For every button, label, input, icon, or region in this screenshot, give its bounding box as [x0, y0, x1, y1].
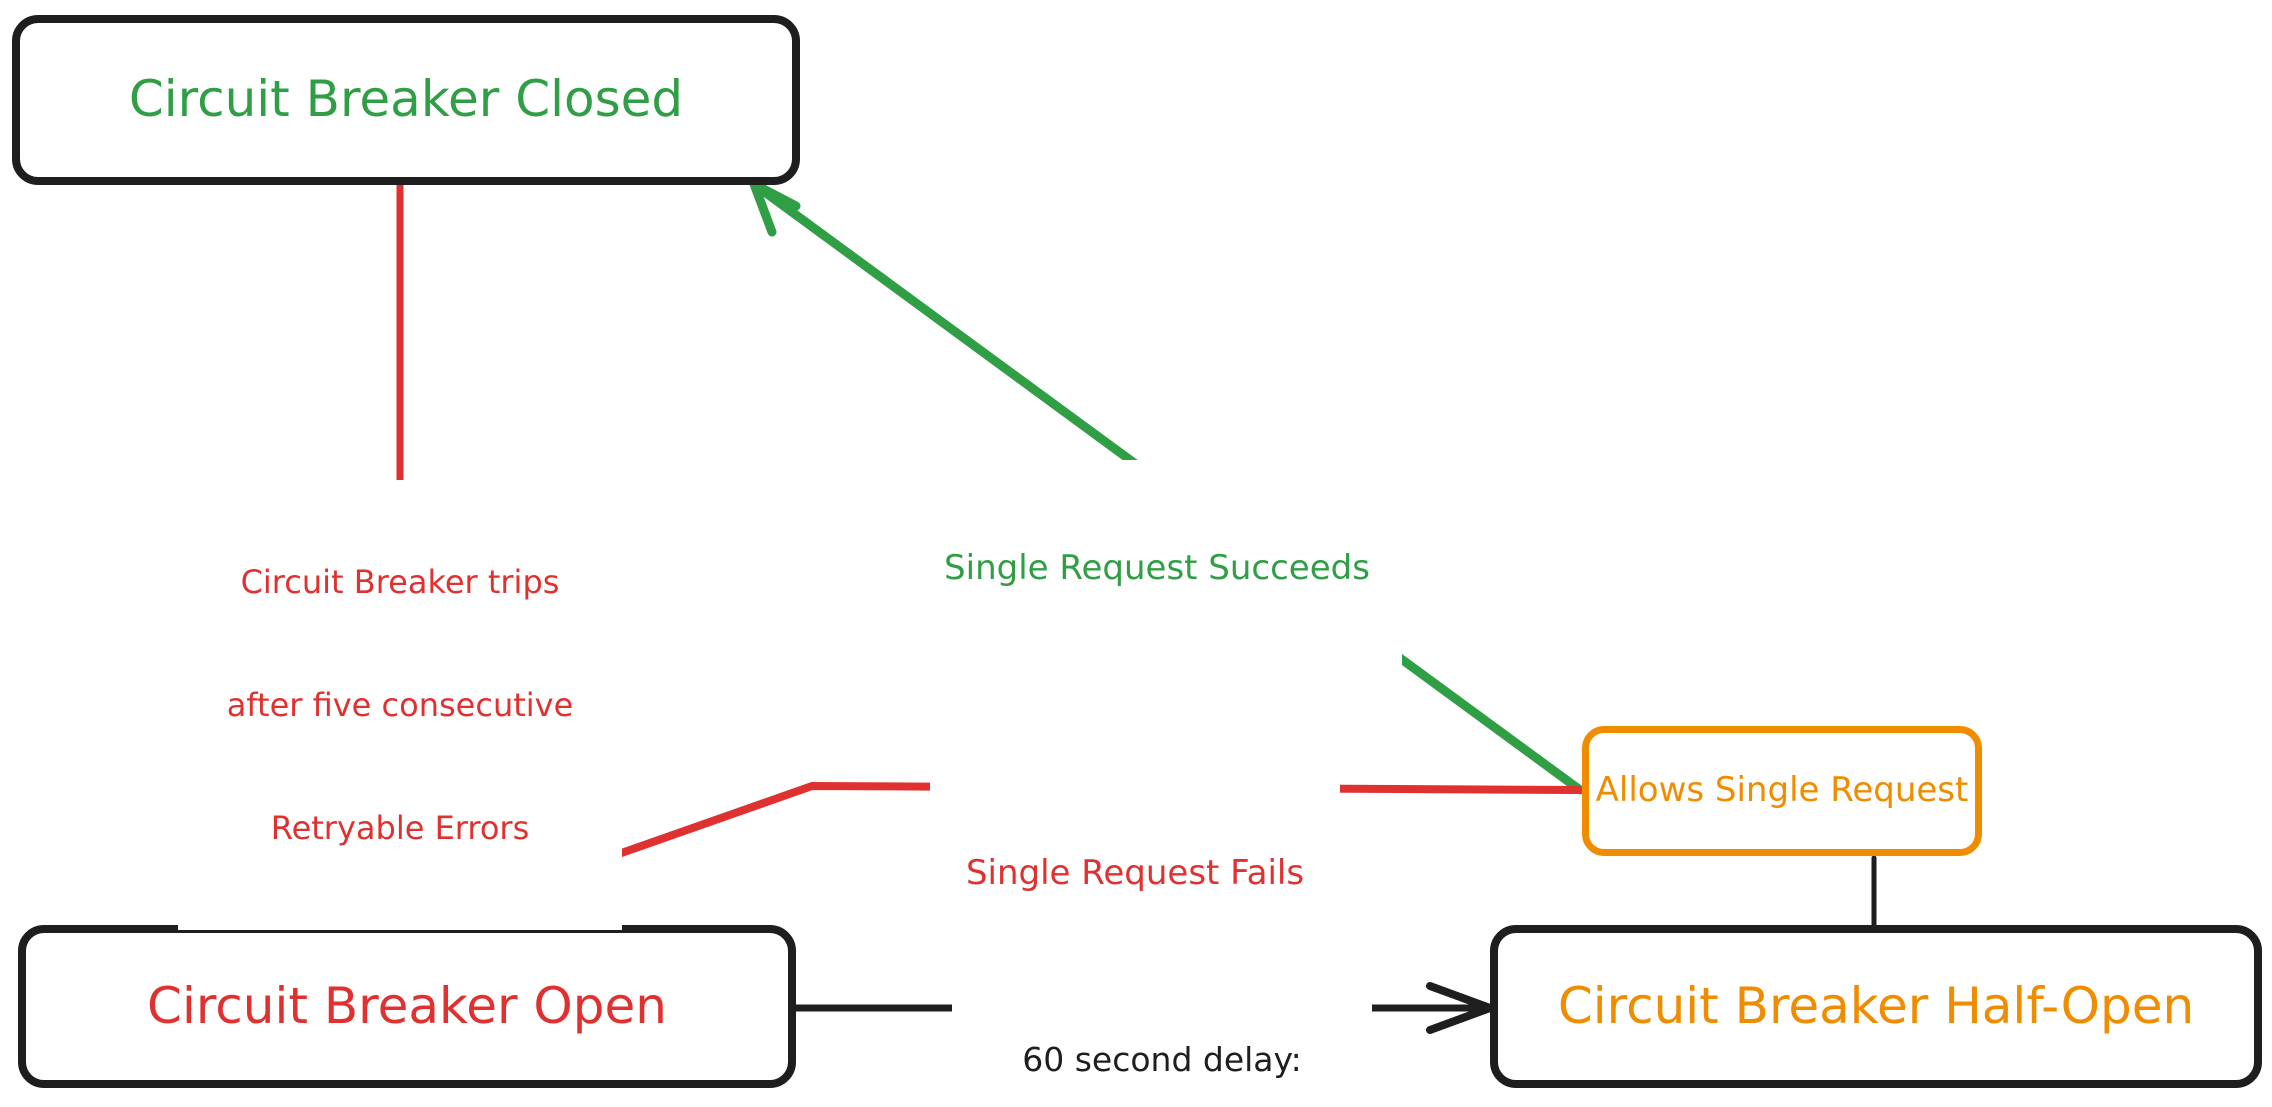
node-circuit-breaker-closed[interactable]: Circuit Breaker Closed	[12, 15, 800, 185]
node-label-open: Circuit Breaker Open	[147, 976, 667, 1035]
edge-allows-to-closed	[749, 179, 1585, 795]
node-label-closed: Circuit Breaker Closed	[128, 70, 684, 129]
node-circuit-breaker-half-open[interactable]: Circuit Breaker Half-Open	[1490, 925, 2262, 1088]
node-label-allows-single-request: Allows Single Request	[1595, 770, 1969, 811]
node-allows-single-request[interactable]: Allows Single Request	[1582, 726, 1982, 856]
node-circuit-breaker-open[interactable]: Circuit Breaker Open	[18, 925, 796, 1088]
node-label-half-open: Circuit Breaker Half-Open	[1557, 976, 2195, 1035]
edge-allows-to-open	[396, 782, 1582, 936]
edge-open-to-half-open	[791, 982, 1494, 1034]
edge-closed-to-open	[352, 180, 444, 936]
